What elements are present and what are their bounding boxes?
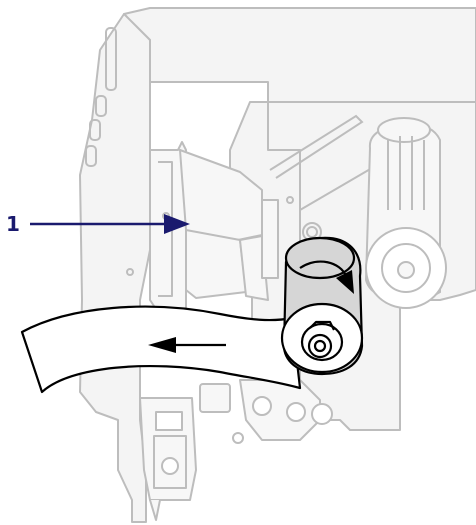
guide-rods — [269, 114, 373, 211]
lower-gear-housing — [239, 379, 321, 441]
ribbon-supply-spindle — [364, 117, 447, 309]
lower-latch-knob — [161, 457, 179, 475]
spindle-end-inner — [381, 243, 431, 293]
panel-button — [89, 119, 101, 141]
lower-plate — [199, 383, 231, 413]
media-roll — [280, 236, 364, 376]
lower-gear — [252, 396, 272, 416]
lower-latch-frame — [153, 435, 187, 489]
media-roll-notch — [309, 320, 335, 331]
panel-button — [95, 95, 107, 117]
lower-gear — [286, 402, 306, 422]
media-strip — [20, 305, 302, 394]
lower-gear-right — [311, 403, 333, 425]
lower-rod — [149, 499, 161, 521]
media-roll-hub — [313, 339, 327, 353]
panel-slot — [105, 27, 117, 91]
spindle-hub — [397, 261, 415, 279]
spindle-ribs — [387, 136, 425, 210]
callout-1: 1 — [6, 212, 190, 236]
left-housing — [79, 13, 151, 523]
spindle-cap — [377, 117, 431, 143]
media-direction-arrow — [148, 337, 226, 353]
lower-mechanism — [139, 379, 333, 521]
lower-latch-window — [155, 411, 183, 431]
callout-number: 1 — [6, 212, 20, 236]
top-cover — [123, 7, 476, 103]
printhead-latch — [261, 199, 279, 279]
media-roll-top — [284, 236, 356, 280]
control-panel — [85, 27, 117, 167]
printhead-block — [185, 229, 247, 299]
rotation-arrow — [299, 260, 354, 294]
panel-button — [85, 145, 97, 167]
callout-arrowhead — [164, 214, 190, 234]
printhead-assembly — [149, 141, 279, 316]
